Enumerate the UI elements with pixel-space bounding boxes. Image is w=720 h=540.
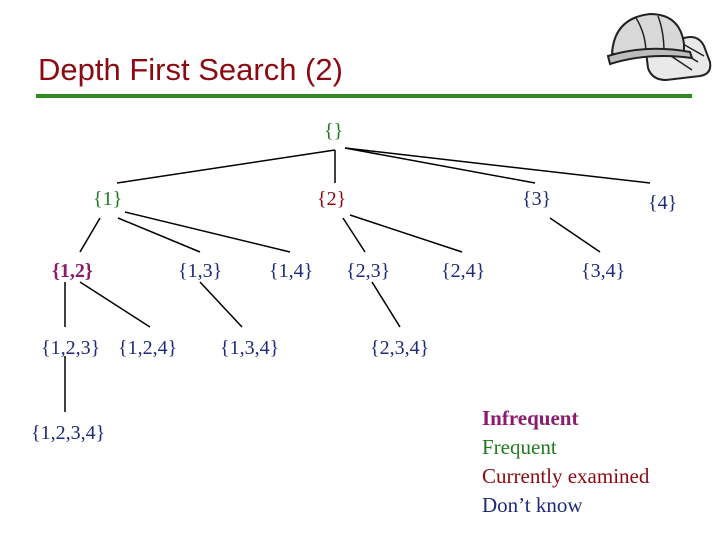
- edge-3-34: [550, 218, 600, 252]
- edge-2-24: [350, 215, 462, 252]
- legend-frequent: Frequent: [482, 433, 649, 462]
- node-14: {1,4}: [269, 261, 313, 281]
- node-34: {3,4}: [581, 261, 625, 281]
- node-4: {4}: [648, 193, 677, 213]
- node-12: {1,2}: [52, 261, 93, 281]
- legend-unknown: Don’t know: [482, 491, 649, 520]
- legend-infrequent: Infrequent: [482, 404, 649, 433]
- node-24: {2,4}: [441, 261, 485, 281]
- edge-root-3: [345, 148, 535, 183]
- node-123: {1,2,3}: [41, 338, 100, 358]
- node-134: {1,3,4}: [220, 338, 279, 358]
- edge-root-4: [345, 148, 650, 183]
- edge-23-234: [372, 282, 400, 327]
- node-13: {1,3}: [178, 261, 222, 281]
- node-23: {2,3}: [346, 261, 390, 281]
- node-1: {1}: [93, 189, 122, 209]
- edge-1-14: [125, 212, 290, 252]
- node-3: {3}: [522, 189, 551, 209]
- node-124: {1,2,4}: [118, 338, 177, 358]
- edge-root-1: [117, 150, 335, 183]
- color-legend: Infrequent Frequent Currently examined D…: [482, 404, 649, 520]
- edge-13-134: [200, 282, 242, 327]
- node-2: {2}: [317, 189, 346, 209]
- node-234: {2,3,4}: [370, 338, 429, 358]
- edge-1-13: [118, 218, 200, 252]
- node-1234: {1,2,3,4}: [31, 423, 105, 443]
- edge-12-124: [80, 282, 150, 327]
- edge-2-23: [343, 218, 365, 252]
- node-empty: {}: [324, 121, 343, 141]
- edge-1-12: [80, 218, 100, 252]
- legend-current: Currently examined: [482, 462, 649, 491]
